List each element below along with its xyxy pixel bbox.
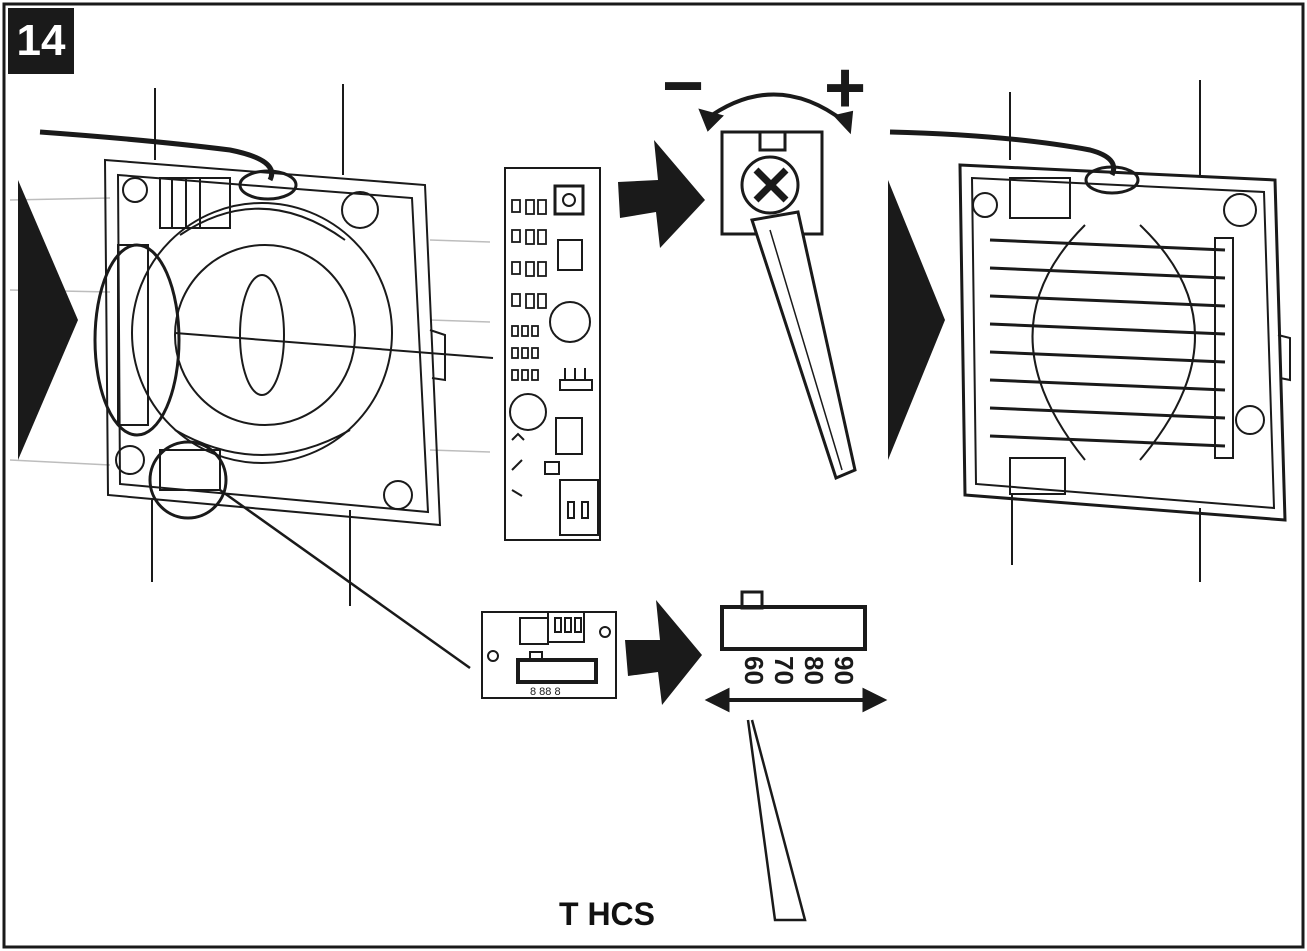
humidity-callout-circle <box>148 440 228 520</box>
humidity-scale: 60 70 80 90 <box>739 656 859 685</box>
board-digits: 8 88 8 <box>530 686 561 698</box>
control-board <box>504 167 601 541</box>
humidity-scale-70: 70 <box>769 656 799 685</box>
humidity-board <box>481 611 617 699</box>
pcb-callout-ellipse <box>93 243 181 437</box>
humidity-callout-line <box>219 488 471 670</box>
minus-symbol: − <box>662 46 704 126</box>
humidity-scale-80: 80 <box>799 656 829 685</box>
step-number-badge: 14 <box>8 8 74 74</box>
insert-direction-arrow-right <box>888 180 945 460</box>
arrow-to-potentiometer <box>618 140 705 248</box>
humidity-scale-90: 90 <box>829 656 859 685</box>
insert-direction-arrow <box>18 180 78 460</box>
plus-symbol: + <box>824 48 866 128</box>
humidity-scale-60: 60 <box>739 656 769 685</box>
fan-unit-open <box>9 84 494 606</box>
potentiometer-adjust <box>698 92 857 481</box>
model-caption: T HCS <box>559 896 655 932</box>
humidity-selector <box>704 590 888 922</box>
fan-unit-closed <box>889 80 1291 582</box>
arrow-to-switch <box>625 600 702 705</box>
